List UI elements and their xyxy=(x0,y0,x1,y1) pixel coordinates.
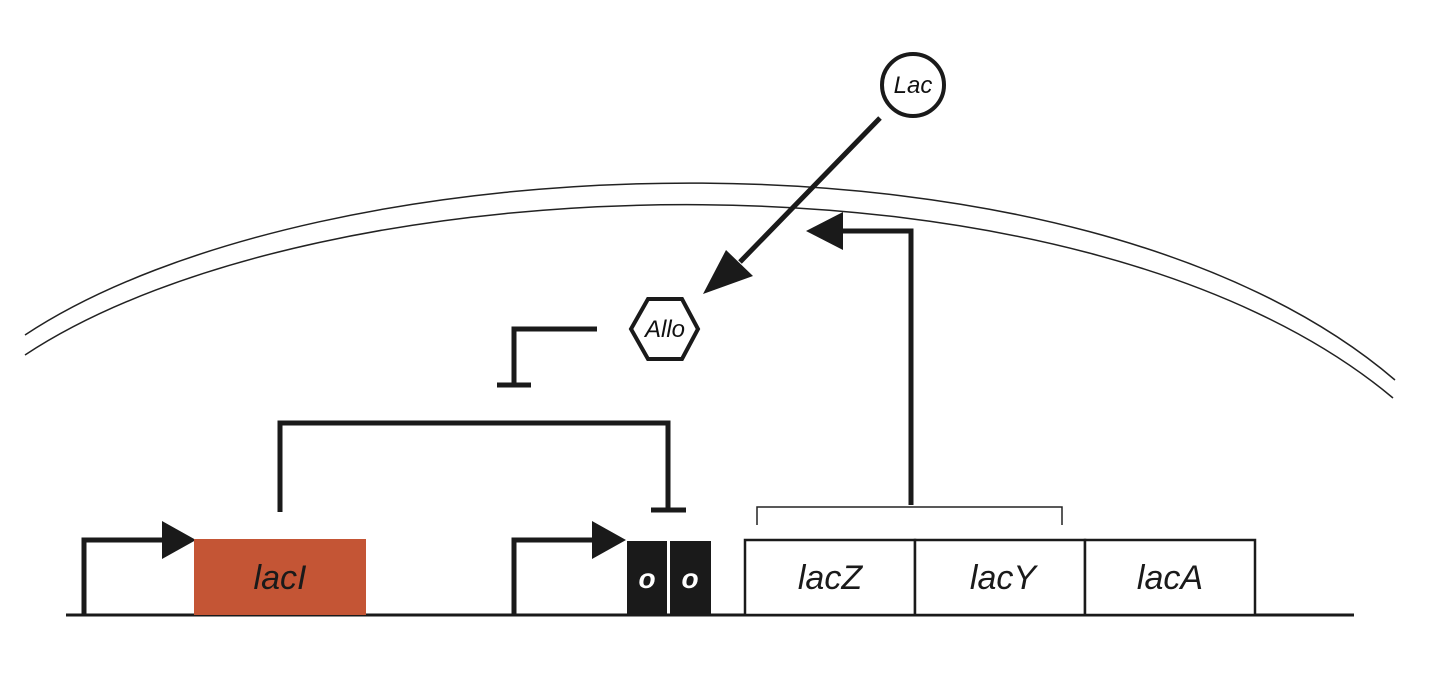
laci-gene: lacI xyxy=(194,539,366,615)
laca-gene: lacA xyxy=(1083,538,1257,617)
operator-1: o xyxy=(627,541,667,615)
laci-gene-box xyxy=(194,539,366,615)
permease-arrow xyxy=(806,212,914,505)
lacz-gene: lacZ xyxy=(743,538,917,617)
laca-gene-label: lacA xyxy=(1137,559,1203,597)
operator-2: o xyxy=(670,541,711,615)
operator-2-label: o xyxy=(681,563,698,594)
laci-gene-label: lacI xyxy=(254,559,307,597)
lacz-gene-label: lacZ xyxy=(798,559,863,597)
allolactose-molecule: Allo xyxy=(628,297,701,361)
lactose-molecule: Lac xyxy=(880,52,946,118)
lacy-gene: lacY xyxy=(913,538,1087,617)
laci-promoter-arrow xyxy=(81,521,196,615)
cell-membrane-inner xyxy=(24,204,1394,399)
lactose-conversion-arrow xyxy=(703,116,882,294)
operator-1-label: o xyxy=(638,563,655,594)
gene-product-bracket xyxy=(756,506,1063,525)
allolactose-inhibition-line xyxy=(497,326,597,388)
repressor-inhibition-line xyxy=(277,420,686,513)
lacy-gene-label: lacY xyxy=(970,559,1038,597)
operon-promoter-arrow xyxy=(511,521,626,615)
cell-membrane-outer xyxy=(24,182,1396,381)
lactose-label: Lac xyxy=(894,72,933,99)
allolactose-label: Allo xyxy=(643,316,685,343)
